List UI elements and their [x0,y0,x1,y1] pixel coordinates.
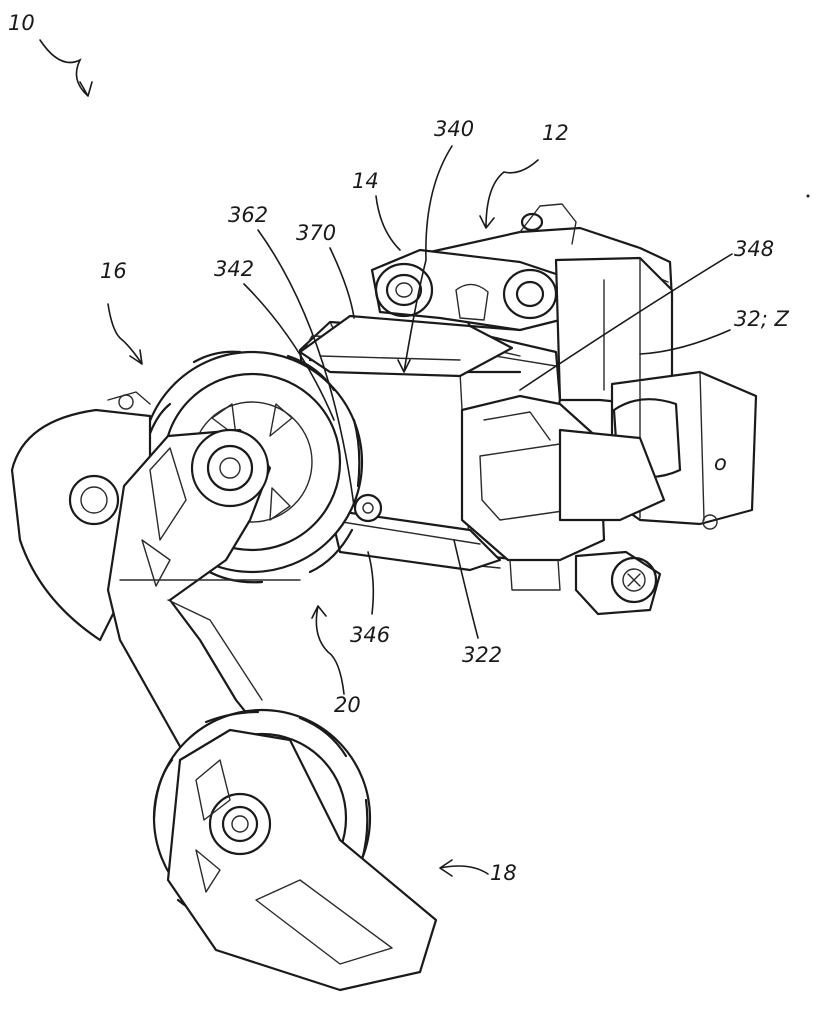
leader-pivot-pin [243,283,335,421]
ref-lower-link: 346 [350,623,390,647]
mounting-bracket [370,248,570,332]
leader-fixture-bolt [375,195,401,251]
leader-lower-link [367,551,375,615]
ref-bolt-head: 340 [434,117,474,141]
leader-lower-cage [439,859,489,877]
leader-housing [453,539,479,639]
ref-base-member: 12 [542,121,569,145]
ref-device: 10 [8,11,35,35]
ref-pivot-pin: 342 [214,257,254,281]
leader-upper-cage [107,303,143,365]
leader-upper-link [329,247,355,319]
actuator-frame [460,394,666,591]
ref-upper-link: 370 [296,221,336,245]
ref-linkage-screw: 362 [228,203,268,227]
leader-device [39,39,93,97]
ref-fixture-bolt: 14 [352,169,379,193]
ref-upper-cage: 16 [100,259,127,283]
ref-cable-stop: 348 [734,237,774,261]
ref-lower-cage: 18 [490,861,517,885]
cage-arm [106,428,301,802]
leader-cable-stop [519,253,733,391]
leader-chain-guide [311,605,345,695]
ref-axis-label: 32; Z [734,307,789,331]
lower-cage-plate [166,728,438,992]
speck [806,194,810,198]
leader-bolt-head [397,145,453,373]
leader-axis-label [639,329,731,355]
ref-chain-guide: 20 [334,693,361,717]
adjust-screw [574,550,662,616]
upper-link [298,314,514,378]
linkage-screw [353,493,383,523]
leader-linkage-screw [257,229,355,507]
ref-housing: 322 [462,643,502,667]
leader-base-member [479,159,539,229]
label-small-o: o [714,451,727,475]
